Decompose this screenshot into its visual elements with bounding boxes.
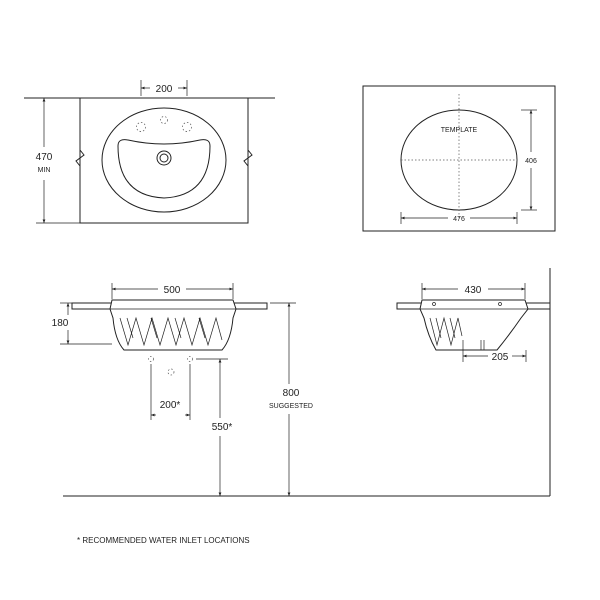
tap-hole-left bbox=[136, 122, 146, 132]
template-view: TEMPLATE 476 406 bbox=[362, 85, 556, 232]
footnote: * RECOMMENDED WATER INLET LOCATIONS bbox=[77, 536, 250, 545]
basin-inner-bowl bbox=[117, 139, 211, 199]
side-basin-ribs bbox=[429, 316, 463, 347]
break-mark-right bbox=[243, 149, 253, 167]
plan-view: 200 470 MIN bbox=[24, 80, 275, 224]
drain-inner bbox=[159, 153, 169, 163]
dimension-side-width: 430 bbox=[465, 285, 482, 296]
dimension-inlet-height: 550* bbox=[212, 422, 233, 433]
front-basin-ribs bbox=[119, 316, 223, 347]
break-mark-left bbox=[75, 149, 85, 167]
dimension-side-projection: 205 bbox=[492, 352, 509, 363]
dimension-min-height-unit: MIN bbox=[38, 167, 51, 174]
countertop-outline bbox=[79, 97, 249, 224]
dimension-tap-spacing: 200 bbox=[156, 84, 173, 95]
dimension-inlet-spacing: 200* bbox=[160, 400, 181, 411]
waste-outlet bbox=[167, 368, 175, 376]
drain-outer bbox=[156, 150, 172, 166]
template-label: TEMPLATE bbox=[441, 127, 478, 134]
dimension-template-width: 476 bbox=[453, 216, 465, 223]
dimension-rim-height-value: 800 bbox=[283, 388, 300, 399]
water-inlet-left bbox=[148, 356, 154, 362]
dimension-front-depth: 180 bbox=[52, 318, 69, 329]
tap-hole-center bbox=[160, 116, 168, 124]
tap-hole-right bbox=[182, 122, 192, 132]
water-inlet-right bbox=[187, 356, 193, 362]
dimension-front-width: 500 bbox=[164, 285, 181, 296]
side-basin-body bbox=[419, 299, 529, 351]
front-view: 500 180 200* 550* 800 SUGGESTED bbox=[52, 283, 313, 496]
dimension-rim-height-label: SUGGESTED bbox=[269, 403, 313, 410]
dimension-template-height: 406 bbox=[525, 158, 537, 165]
template-frame bbox=[362, 85, 556, 232]
side-view: 430 205 bbox=[396, 283, 551, 363]
dimension-min-height-value: 470 bbox=[36, 152, 53, 163]
basin-outer-rim bbox=[101, 107, 227, 213]
